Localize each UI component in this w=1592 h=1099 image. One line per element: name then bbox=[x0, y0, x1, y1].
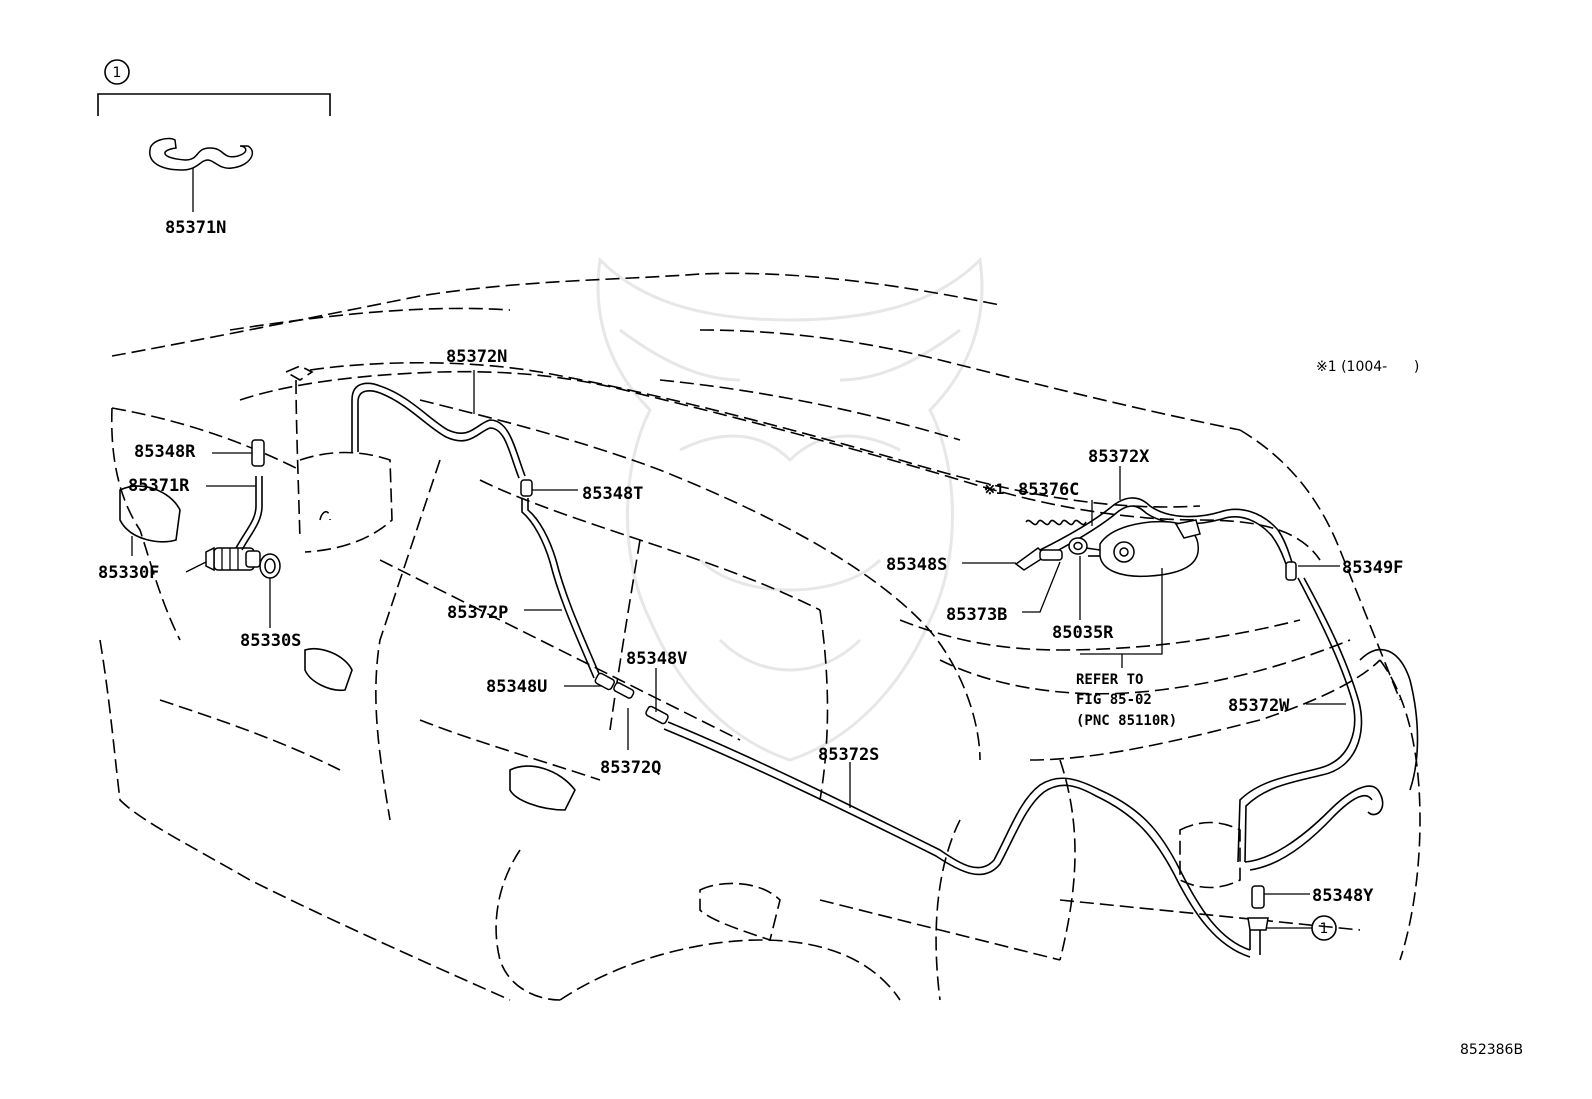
label-85372W: 85372W bbox=[1228, 696, 1290, 716]
label-85372N: 85372N bbox=[446, 347, 507, 367]
label-85330F: 85330F bbox=[98, 563, 159, 583]
spring-85376C bbox=[1025, 519, 1087, 526]
label-85348S: 85348S bbox=[886, 555, 947, 575]
label-85372S: 85372S bbox=[818, 745, 879, 765]
refer-line-2: FIG 85-02 bbox=[1076, 692, 1152, 708]
label-85372X: 85372X bbox=[1088, 447, 1150, 467]
clamp-85371N bbox=[149, 137, 253, 212]
label-85348V: 85348V bbox=[626, 649, 687, 669]
label-85330S: 85330S bbox=[240, 631, 301, 651]
label-85372Q: 85372Q bbox=[600, 758, 661, 778]
label-85371R: 85371R bbox=[128, 476, 190, 496]
label-85348T: 85348T bbox=[582, 484, 643, 504]
part-labels: 85371N 85372N 85348R 85371R 85330F 85330… bbox=[98, 218, 1403, 906]
washer-hoses bbox=[235, 382, 1384, 958]
rear-nozzle-85348S bbox=[1014, 547, 1063, 571]
label-85371N: 85371N bbox=[165, 218, 226, 238]
label-85348U: 85348U bbox=[486, 677, 547, 697]
cap-85373B bbox=[1068, 537, 1088, 555]
callout-1-bottom-group: 1 bbox=[1311, 915, 1337, 941]
callout-1-top-label: 1 bbox=[113, 65, 122, 81]
callout-1-bottom-circle bbox=[1311, 915, 1337, 941]
refer-line-3: (PNC 85110R) bbox=[1076, 713, 1177, 729]
callout-1-circle bbox=[104, 59, 130, 85]
wiper-motor-85035R bbox=[1085, 519, 1201, 578]
washer-pump-85330F bbox=[205, 546, 261, 572]
label-85348Y: 85348Y bbox=[1312, 886, 1374, 906]
refer-line-1: REFER TO bbox=[1076, 672, 1143, 688]
label-85348R: 85348R bbox=[134, 442, 196, 462]
leader-lines bbox=[131, 370, 1346, 929]
label-85373B: 85373B bbox=[946, 605, 1007, 625]
figure-code: 852386B bbox=[1460, 1042, 1523, 1058]
washer-tank bbox=[284, 365, 393, 553]
range-note: ※1 (1004- ) bbox=[1316, 359, 1419, 375]
grommet-85330S bbox=[259, 553, 281, 628]
label-85349F: 85349F bbox=[1342, 558, 1403, 578]
label-85372P: 85372P bbox=[447, 603, 508, 623]
vehicle-body-outline bbox=[99, 272, 1421, 1001]
refer-to-note: REFER TO FIG 85-02 (PNC 85110R) bbox=[1076, 672, 1177, 729]
callout-1-group: 1 bbox=[97, 59, 331, 116]
callout-1-bottom-label: 1 bbox=[1320, 921, 1329, 937]
label-85035R: 85035R bbox=[1052, 623, 1114, 643]
label-85376C: 85376C bbox=[1018, 480, 1079, 500]
watermark-logo bbox=[596, 256, 984, 762]
label-star1-prefix: ※1 bbox=[984, 482, 1004, 498]
